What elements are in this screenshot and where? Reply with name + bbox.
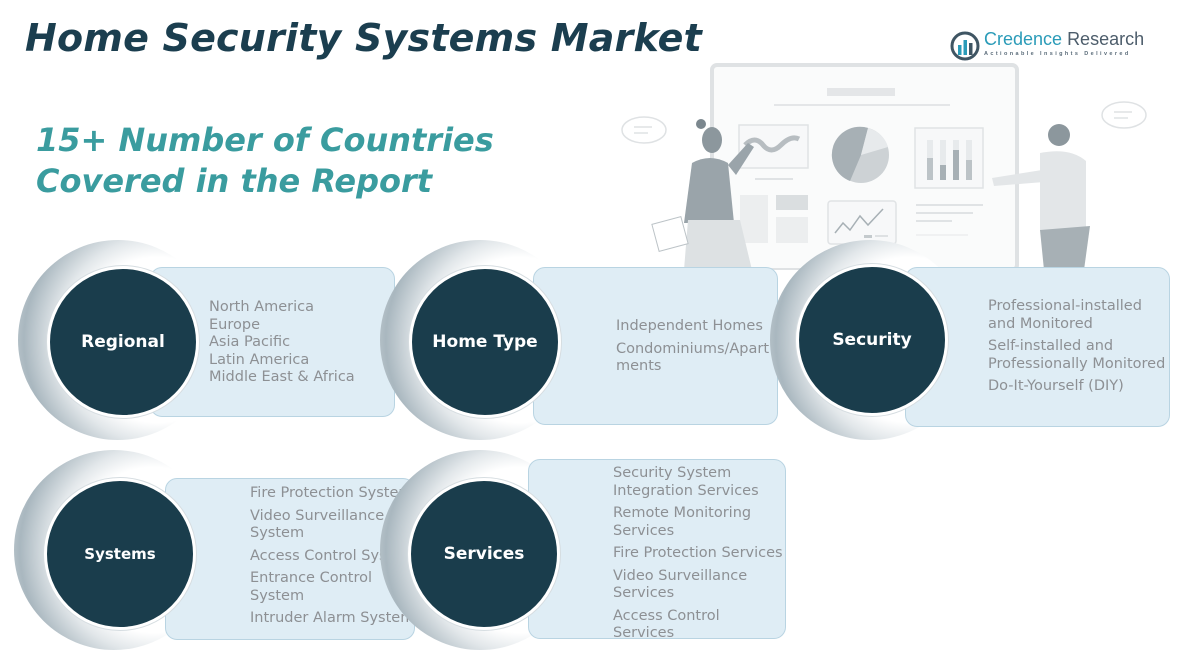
systems-items: Fire Protection System Video Surveillanc… (250, 485, 410, 633)
regional-segment-circle: Regional (47, 266, 199, 418)
services-item: Security System Integration Services (613, 465, 759, 499)
security-item: Do-It-Yourself (DIY) (988, 378, 1124, 394)
speech-bubble-icon (621, 116, 667, 144)
regional-item: Asia Pacific (209, 334, 291, 350)
security-item: Professional-installed and Monitored (988, 298, 1142, 332)
services-label: Services (443, 544, 525, 564)
presenter-woman-icon (651, 119, 754, 270)
services-item: Remote Monitoring Services (613, 505, 752, 539)
services-segment-circle: Services (408, 478, 560, 630)
systems-item: Entrance Control System (250, 570, 372, 604)
regional-items: North America Europe Asia Pacific Latin … (209, 299, 355, 387)
subtitle-line-1: 15+ Number of Countries (36, 121, 494, 159)
countries-covered-heading: 15+ Number of Countries Covered in the R… (36, 120, 494, 202)
credence-research-logo: Credence Research Actionable Insights De… (950, 28, 1144, 61)
home-type-panel (533, 267, 778, 425)
systems-item: Access Control System (250, 547, 410, 564)
home-type-items: Independent Homes Condominiums/Apart men… (616, 318, 774, 381)
subtitle-line-2: Covered in the Report (36, 162, 433, 200)
page-title: Home Security Systems Market (25, 16, 702, 60)
speech-bubble-icon (1101, 101, 1147, 129)
regional-item: Latin America (209, 351, 310, 368)
systems-item: Intruder Alarm System (250, 610, 410, 626)
security-item: Self-installed and Professionally Monito… (988, 338, 1166, 372)
services-panel (528, 459, 786, 639)
security-items: Professional-installed and Monitored Sel… (988, 298, 1173, 401)
services-item: Video Surveillance Services (613, 567, 748, 602)
systems-label: Systems (84, 545, 156, 563)
regional-item: North America (209, 299, 314, 315)
bar-chart-logo-icon (950, 31, 980, 61)
regional-item: Middle East & Africa (209, 369, 355, 385)
services-items: Security System Integration Services Rem… (613, 465, 785, 648)
services-item: Access Control Services (613, 607, 720, 642)
security-segment-circle: Security (796, 264, 948, 416)
pie-chart-icon (831, 126, 889, 183)
wave-chart-icon (743, 135, 801, 153)
systems-item: Video Surveillance System (250, 507, 385, 542)
logo-name-part1: Credence (984, 29, 1063, 49)
regional-label: Regional (81, 332, 165, 352)
systems-panel (165, 478, 415, 640)
home-type-item: Condominiums/Apart ments (616, 340, 770, 375)
presentation-illustration (621, 63, 1147, 270)
home-type-segment-circle: Home Type (409, 266, 561, 418)
line-chart-icon (827, 200, 897, 245)
logo-name-part2: Research (1067, 29, 1145, 49)
logo-tagline: Actionable Insights Delivered (984, 51, 1131, 57)
presenter-man-icon (992, 124, 1090, 270)
security-label: Security (832, 330, 912, 350)
systems-item: Fire Protection System (250, 485, 410, 501)
home-type-label: Home Type (432, 332, 538, 352)
logo-name: Credence Research (984, 28, 1144, 50)
services-item: Fire Protection Services (613, 545, 783, 561)
security-panel (905, 267, 1170, 427)
regional-item: Europe (209, 316, 260, 333)
systems-segment-circle: Systems (44, 478, 196, 630)
bar-chart-icon (914, 127, 984, 189)
home-type-item: Independent Homes (616, 318, 763, 334)
